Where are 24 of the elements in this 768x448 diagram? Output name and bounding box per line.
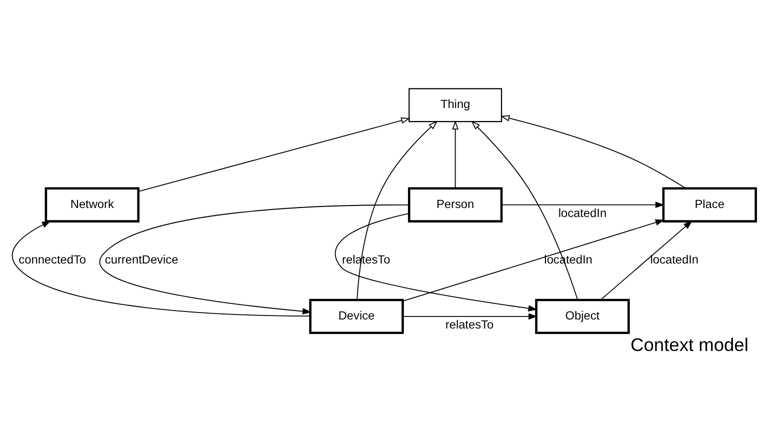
arrow [356,120,438,300]
edge-label: locatedIn [558,206,607,220]
arrow [471,120,578,300]
arrow [600,220,692,300]
edge-label: locatedIn [650,252,698,266]
edge-label: relatesTo [445,317,494,332]
arrow [138,116,410,192]
edge-label: currentDevice [104,252,178,266]
arrow [500,114,686,188]
edge-label: connectedTo [18,252,86,266]
node-box: Thing [408,88,502,122]
arrow [334,212,538,311]
arrow [452,120,459,188]
arrow [99,204,410,314]
caption: Context model [630,334,748,355]
node-box: Place [662,186,757,222]
arrow [12,220,311,316]
arrow [501,201,665,208]
node-box: Person [408,186,503,222]
node-box: Network [44,186,140,222]
node-box: Object [535,298,630,334]
arrow [402,218,665,302]
arrow [402,312,538,320]
node-box: Device [309,298,404,334]
